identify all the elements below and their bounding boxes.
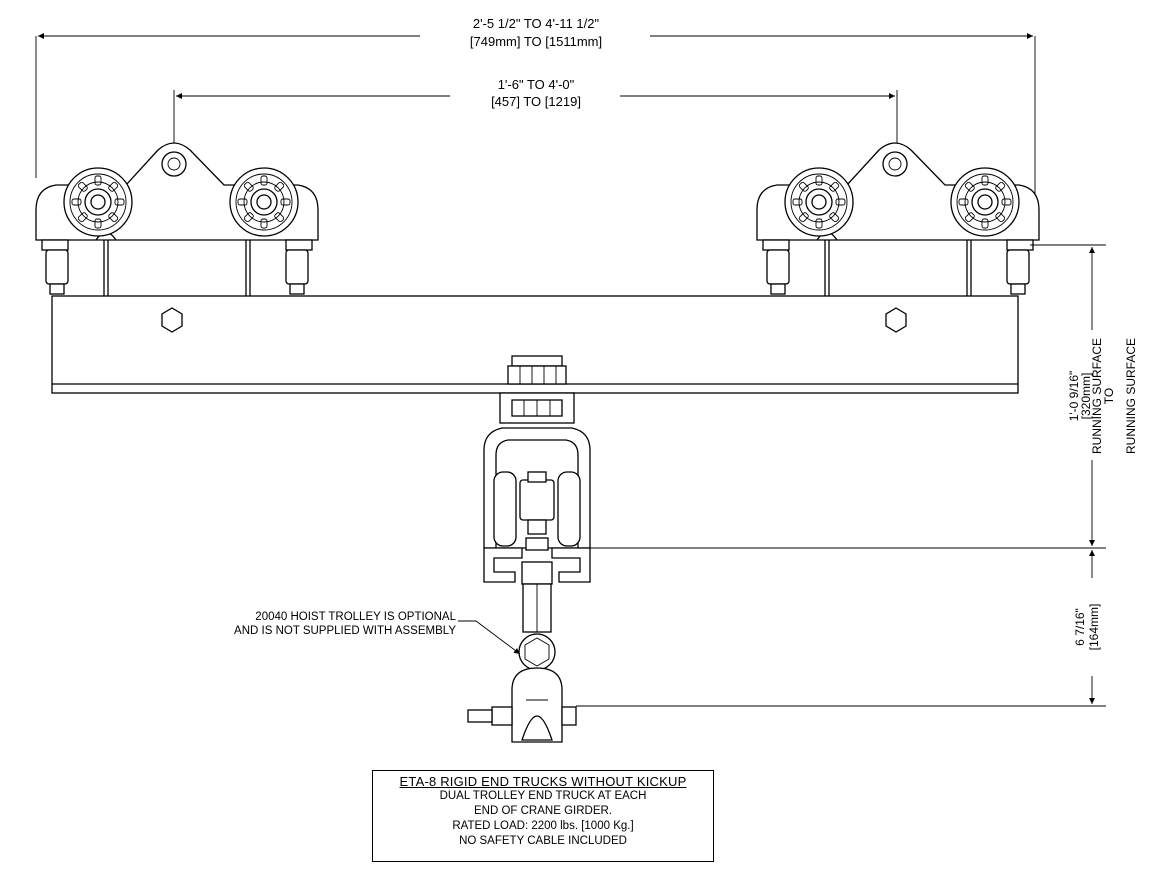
overall-span-dimension: 2'-5 1/2" TO 4'-11 1/2" [749mm] TO [1511… <box>35 16 1036 238</box>
trolley-span-dimension: 1'-6" TO 4'-0" [457] TO [1219] <box>173 77 898 150</box>
callout-line-1: 20040 HOIST TROLLEY IS OPTIONAL <box>255 611 456 623</box>
height-dimension-lower: 6 7/16" [164mm] <box>576 550 1106 707</box>
trolley-span-metric: [457] TO [1219] <box>491 94 581 109</box>
hoist-trolley-callout: 20040 HOIST TROLLEY IS OPTIONAL AND IS N… <box>234 611 521 655</box>
title-block-line-4: NO SAFETY CABLE INCLUDED <box>459 835 627 847</box>
height-lower-metric: [164mm] <box>1087 604 1101 651</box>
height-upper-metric: [320mm] <box>1079 373 1093 420</box>
title-block: ETA-8 RIGID END TRUCKS WITHOUT KICKUP DU… <box>372 770 714 862</box>
height-dimension-upper: 1'-0 9/16" [320mm] RUNNING SURFACE TO RU… <box>590 244 1138 549</box>
overall-span-metric: [749mm] TO [1511mm] <box>470 34 602 49</box>
hoist-hook-block <box>467 583 577 743</box>
title-block-line-3: RATED LOAD: 2200 lbs. [1000 Kg.] <box>452 820 634 832</box>
overall-span-imperial: 2'-5 1/2" TO 4'-11 1/2" <box>473 16 600 31</box>
callout-line-2: AND IS NOT SUPPLIED WITH ASSEMBLY <box>234 625 456 637</box>
right-trolley <box>757 143 1039 298</box>
hoist-trolley-rail <box>483 427 591 585</box>
title-block-line-1: DUAL TROLLEY END TRUCK AT EACH <box>439 790 647 802</box>
height-upper-ref-2: TO <box>1102 388 1116 404</box>
title-block-line-2: END OF CRANE GIRDER. <box>473 805 612 817</box>
height-upper-imperial: 1'-0 9/16" <box>1067 371 1081 422</box>
center-bolt-clamp <box>499 355 575 424</box>
height-lower-imperial: 6 7/16" <box>1073 608 1087 646</box>
left-trolley <box>36 143 318 298</box>
trolley-span-imperial: 1'-6" TO 4'-0" <box>498 77 575 92</box>
height-upper-ref-1: RUNNING SURFACE <box>1090 338 1104 454</box>
height-upper-ref-3: RUNNING SURFACE <box>1124 338 1138 454</box>
title-block-title: ETA-8 RIGID END TRUCKS WITHOUT KICKUP <box>399 774 687 789</box>
